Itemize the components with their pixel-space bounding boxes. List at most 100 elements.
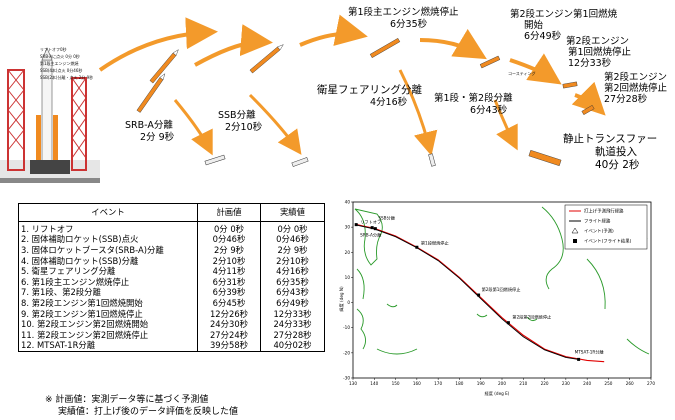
cell-actual: 6分49秒 [260,298,325,309]
x-tick-label: 190 [477,381,485,386]
table-header-planned: 計画値 [197,203,261,222]
cell-actual: 27分28秒 [260,329,325,341]
x-tick-label: 150 [392,381,400,386]
cell-planned: 4分11秒 [197,266,261,277]
spent-stage1 [528,149,562,167]
cell-event: 8. 第2段エンジン第1回燃焼開始 [18,298,198,309]
event-label: SSB分離 [378,215,395,222]
event-label: SRB-A分離 [360,232,382,239]
x-tick-label: 240 [583,381,591,386]
label-gto-line2: 軌道投入 [595,145,637,158]
label-seco2-line2: 第2回燃焼停止 [604,82,668,94]
event-marker [415,245,419,249]
cell-planned: 2分 9秒 [197,245,261,256]
cell-planned: 39分58秒 [197,340,261,353]
table-header-event: イベント [18,203,198,222]
drop-arrow-ssb [248,93,302,155]
event-marker [373,227,377,231]
cell-planned: 27分24秒 [197,329,261,341]
label-srba-sep-time: 2分 9秒 [140,131,175,143]
event-label: 第1段燃焼停止 [421,239,449,246]
spent-fairing [428,153,436,167]
event-label: 第2段第1回燃焼停止 [482,286,521,293]
pad-label-ssb2: SSB(2本)分離・点火 2分 9秒 [40,74,93,80]
rocket-ascent-2 [149,49,179,84]
label-gto: 静止トランスファー [563,132,657,145]
legend-predicted: 打上げ予測飛行経路 [584,208,624,215]
label-seco1-time: 12分33秒 [568,57,612,69]
cell-event: 3. 固体ロケットブースタ(SRB-A)分離 [18,245,198,256]
y-tick-label: 20 [345,250,351,255]
cell-planned: 6分45秒 [197,298,261,309]
event-marker [370,226,374,230]
predicted-track-line [357,224,605,363]
drop-arrow-fairing [398,69,438,156]
x-tick-label: 140 [370,381,378,386]
rocket-ascent-1 [136,73,166,113]
event-marker [506,321,510,325]
cell-event: 1. リフトオフ [18,221,198,235]
y-tick-label: -20 [343,350,350,355]
label-seco1-line2: 第1回燃焼停止 [568,46,632,58]
event-marker [477,293,481,297]
rocket-upper [249,44,284,74]
label-meco-time: 6分35秒 [390,18,428,30]
y-tick-label: 30 [345,225,351,230]
x-tick-label: 270 [647,381,655,386]
cell-planned: 24分30秒 [197,319,261,330]
note-planned: ※ 計画値：実測データ等に基づく予測値 [45,395,209,405]
y-tick-label: -30 [343,376,350,381]
launch-pad-illustration [0,47,100,183]
event-marker [577,357,581,361]
cell-planned: 2分10秒 [197,255,261,267]
legend-event-predicted: イベント(予測) [584,228,614,235]
cell-event: 2. 固体補助ロケット(SSB)点火 [18,234,198,246]
cell-actual: 12分33秒 [260,308,325,320]
event-label: MTSAT-1R分離 [575,348,605,355]
cell-planned: 6分31秒 [197,276,261,288]
note-actual: 実績値：打上げ後のデータ評価を反映した値 [58,407,239,417]
trajectory-arrow-upper [299,14,368,47]
trajectory-arrow-final [571,81,606,116]
cell-event: 9. 第2段エンジン第1回燃焼停止 [18,308,198,320]
trajectory-arrow-coast [419,28,487,60]
table-header-actual: 実績値 [260,203,325,222]
event-marker [354,223,358,227]
table-header-row: イベント 計画値 実績値 [18,203,325,222]
pad-label-srba-ignite: SRB-Aに点火 0分 0秒 [40,53,80,59]
legend-flight: フライト経路 [584,218,611,225]
x-tick-label: 130 [349,381,357,386]
y-tick-label: 10 [345,275,351,280]
label-srba-sep: SRB-A分離 [125,119,173,131]
event-label: リフトオフ [360,220,381,225]
x-tick-label: 160 [413,381,421,386]
rocket-fairing-sep [369,37,401,59]
spent-srba [204,154,226,166]
y-tick-label: 0 [347,300,350,305]
cell-planned: 6分39秒 [197,287,261,299]
rocket-satellite [581,104,595,116]
cell-actual: 24分33秒 [260,319,325,330]
label-fairing-sep: 衛星フェアリング分離 [317,83,422,96]
map-legend: 打上げ予測飛行経路 フライト経路 イベント(予測) イベント(フライト結果) [564,204,648,250]
x-axis-label: 経度 (deg E) [485,390,510,397]
cell-event: 7. 第1段、第2段分離 [18,287,198,299]
label-ssb-sep: SSB分離 [218,109,256,121]
cell-event: 6. 第1段主エンジン燃焼停止 [18,276,198,288]
cell-actual: 2分 9秒 [260,245,325,256]
drop-arrow-srba [173,99,213,156]
event-markers: リフトオフSRB-A分離第1段燃焼停止第2段第1回燃焼停止第2段第2回燃焼停止M… [354,215,605,361]
cell-actual: 40分02秒 [260,340,325,353]
label-seco1: 第2段エンジン [566,35,629,47]
cell-event: 10. 第2段エンジン第2回燃焼開始 [18,319,198,330]
cell-planned: 12分26秒 [197,308,261,320]
trajectory-arrow-ascent [98,17,218,72]
label-seig1: 第2段エンジン第1回燃焼 [510,8,618,20]
